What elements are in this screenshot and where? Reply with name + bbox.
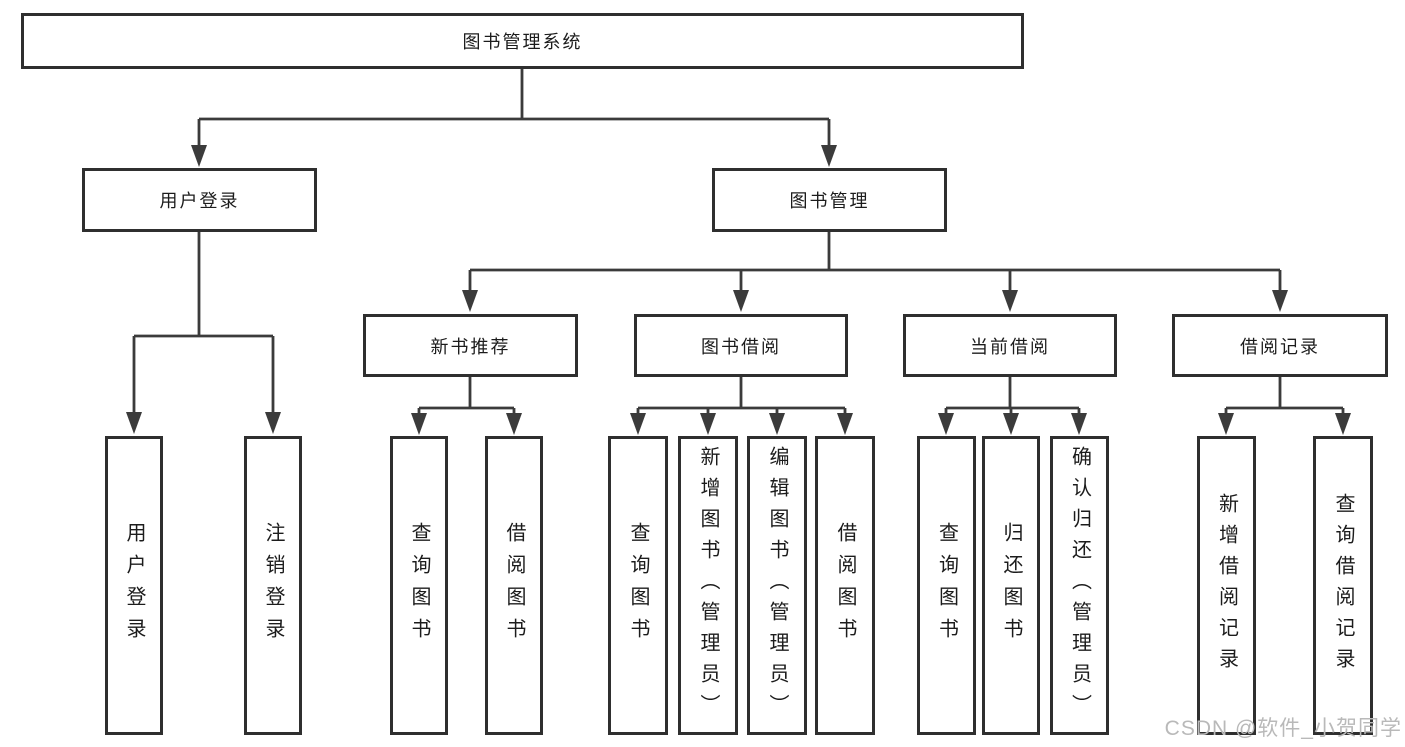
leaf-return-books: 归还图书 bbox=[982, 436, 1040, 735]
node-user-login-label: 用户登录 bbox=[159, 191, 240, 211]
leaf-newrec-query-books-label: 查询图书 bbox=[408, 521, 430, 650]
leaf-query-borrow-record: 查询借阅记录 bbox=[1313, 436, 1373, 735]
node-root: 图书管理系统 bbox=[21, 13, 1024, 69]
leaf-borrow-books-label: 借阅图书 bbox=[834, 521, 856, 650]
node-root-label: 图书管理系统 bbox=[462, 32, 583, 52]
node-borrow-records-label: 借阅记录 bbox=[1240, 336, 1320, 357]
watermark-text: CSDN @软件_小贺同学 bbox=[1164, 717, 1402, 740]
connector-user-login-children bbox=[126, 232, 281, 434]
leaf-edit-books-admin: 编辑图书（管理员） bbox=[747, 436, 807, 735]
leaf-add-borrow-record-label: 新增借阅记录 bbox=[1215, 492, 1238, 679]
leaf-confirm-return-admin: 确认归还（管理员） bbox=[1050, 436, 1109, 735]
connector-root-to-level2 bbox=[191, 69, 837, 167]
leaf-query-borrow-record-label: 查询借阅记录 bbox=[1332, 492, 1354, 679]
leaf-current-query-books: 查询图书 bbox=[917, 436, 976, 735]
leaf-newrec-borrow-books-label: 借阅图书 bbox=[503, 521, 525, 650]
leaf-return-books-label: 归还图书 bbox=[1000, 521, 1022, 650]
connector-current-borrow-children bbox=[938, 377, 1087, 435]
leaf-add-books-admin-label: 新增图书（管理员） bbox=[697, 446, 719, 725]
leaf-borrow-books: 借阅图书 bbox=[815, 436, 875, 735]
leaf-borrow-query-books-label: 查询图书 bbox=[627, 521, 649, 650]
connector-new-books-children bbox=[411, 377, 522, 435]
leaf-logout: 注销登录 bbox=[244, 436, 302, 735]
node-book-management-label: 图书管理 bbox=[789, 191, 870, 211]
node-book-management: 图书管理 bbox=[712, 168, 947, 232]
leaf-newrec-borrow-books: 借阅图书 bbox=[485, 436, 543, 735]
node-current-borrow-label: 当前借阅 bbox=[970, 336, 1050, 357]
connector-book-borrow-children bbox=[630, 377, 853, 435]
leaf-user-login: 用户登录 bbox=[105, 436, 163, 735]
node-book-borrow-label: 图书借阅 bbox=[701, 336, 781, 357]
leaf-user-login-label: 用户登录 bbox=[123, 521, 145, 650]
leaf-logout-label: 注销登录 bbox=[262, 521, 284, 650]
connector-borrow-records-children bbox=[1218, 377, 1351, 435]
node-new-book-recommend-label: 新书推荐 bbox=[430, 336, 511, 357]
connector-book-mgmt-to-level3 bbox=[462, 232, 1288, 312]
node-user-login: 用户登录 bbox=[82, 168, 317, 232]
node-new-book-recommend: 新书推荐 bbox=[363, 314, 578, 377]
leaf-borrow-query-books: 查询图书 bbox=[608, 436, 668, 735]
leaf-current-query-books-label: 查询图书 bbox=[935, 521, 958, 650]
node-borrow-records: 借阅记录 bbox=[1172, 314, 1388, 377]
leaf-confirm-return-admin-label: 确认归还（管理员） bbox=[1068, 446, 1091, 725]
node-current-borrow: 当前借阅 bbox=[903, 314, 1117, 377]
leaf-add-borrow-record: 新增借阅记录 bbox=[1197, 436, 1256, 735]
node-book-borrow: 图书借阅 bbox=[634, 314, 848, 377]
leaf-edit-books-admin-label: 编辑图书（管理员） bbox=[766, 446, 788, 725]
leaf-add-books-admin: 新增图书（管理员） bbox=[678, 436, 738, 735]
leaf-newrec-query-books: 查询图书 bbox=[390, 436, 448, 735]
